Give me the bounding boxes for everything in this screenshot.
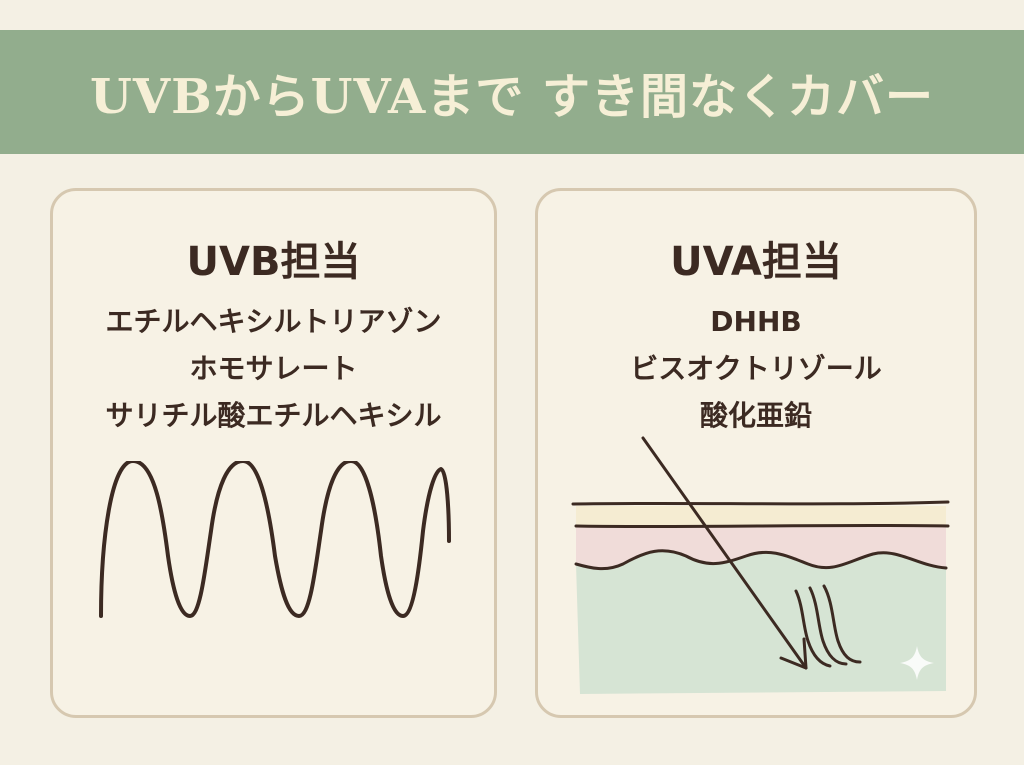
uva-ingredient: 酸化亜鉛 [699, 399, 812, 432]
uva-ingredient: DHHB [710, 305, 802, 338]
title-banner: UVBからUVAまで すき間なくカバー [0, 30, 1024, 154]
uvb-ingredient: ホモサレート [189, 352, 358, 385]
uva-card: UVA担当 DHHB ビスオクトリゾール 酸化亜鉛 [535, 188, 977, 718]
uvb-card: UVB担当 エチルヘキシルトリアゾン ホモサレート サリチル酸エチルヘキシル [50, 188, 497, 718]
banner-title: UVBからUVAまで すき間なくカバー [89, 69, 934, 125]
sparkle-icon [900, 646, 934, 680]
uvb-ingredient-list: エチルヘキシルトリアゾン ホモサレート サリチル酸エチルヘキシル [53, 298, 494, 439]
uvb-ingredient: エチルヘキシルトリアゾン [105, 305, 442, 338]
skin-dermis-layer [576, 550, 946, 694]
uvb-short-wave-icon [99, 461, 451, 618]
uva-skin-penetration-icon [571, 436, 950, 694]
uvb-ingredient: サリチル酸エチルヘキシル [105, 399, 442, 432]
uva-heading: UVA担当 [670, 239, 842, 285]
uva-ingredient: ビスオクトリゾール [630, 352, 882, 385]
uva-arrow-icon [641, 436, 808, 670]
uvb-heading: UVB担当 [186, 239, 361, 285]
uva-ingredient-list: DHHB ビスオクトリゾール 酸化亜鉛 [538, 298, 974, 439]
skin-epidermis-layer [576, 526, 946, 569]
skin-surface-layer [576, 506, 946, 526]
